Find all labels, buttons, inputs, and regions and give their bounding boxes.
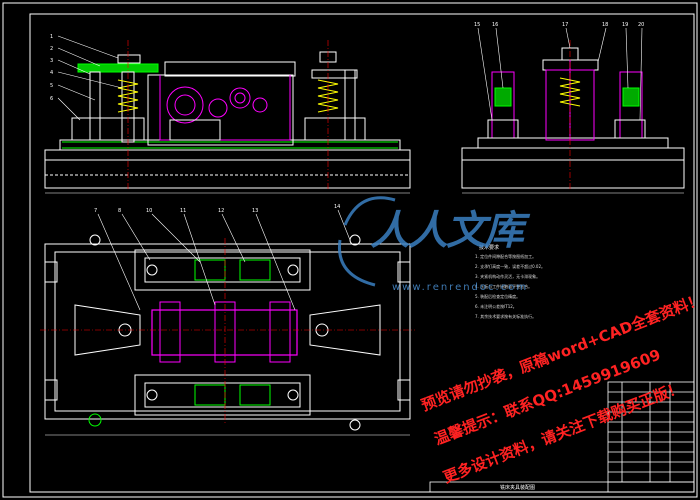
title-block-label: 铣床夹具装配图 bbox=[500, 484, 535, 491]
logo-swoosh bbox=[337, 196, 396, 287]
part-number: 6 bbox=[50, 96, 53, 102]
title-block bbox=[429, 381, 695, 493]
part-number: 13 bbox=[252, 208, 258, 214]
logo-url: www.renrendoc.com bbox=[392, 282, 529, 293]
front-view-leaders bbox=[57, 35, 123, 121]
front-view-part-numbers: 1 2 3 4 5 6 bbox=[50, 34, 53, 102]
tech-note: 1. 定位件间隙配合等按图纸加工。 bbox=[475, 254, 537, 259]
logo-text: 人人文库 bbox=[370, 207, 524, 254]
part-number: 2 bbox=[50, 46, 53, 52]
part-number: 17 bbox=[562, 22, 568, 28]
tech-note: 7. 其余技术要求按有关标准执行。 bbox=[475, 314, 537, 319]
part-number: 18 bbox=[602, 22, 608, 28]
part-number: 11 bbox=[180, 208, 186, 214]
part-number: 10 bbox=[146, 208, 152, 214]
side-view bbox=[461, 40, 685, 194]
front-view bbox=[44, 40, 411, 194]
tech-note: 3. 夹紧机构动作灵活，无卡滞现象。 bbox=[475, 274, 541, 279]
tech-note: 5. 装配后检查定位精度。 bbox=[475, 294, 521, 299]
tech-note: 6. 未注明公差按IT12。 bbox=[475, 304, 517, 309]
plan-view-leaders bbox=[97, 209, 351, 311]
part-number: 4 bbox=[50, 70, 53, 76]
side-view-leaders bbox=[477, 27, 643, 121]
part-number: 5 bbox=[50, 83, 53, 89]
part-number: 1 bbox=[50, 34, 53, 40]
drawing-inner-frame bbox=[29, 13, 695, 493]
part-number: 8 bbox=[118, 208, 121, 214]
tech-note: 4. 压板与工件接触面平整贴合。 bbox=[475, 284, 533, 289]
plan-view-part-numbers: 7 8 10 11 12 13 14 bbox=[94, 204, 340, 214]
part-number: 14 bbox=[334, 204, 340, 210]
part-number: 15 bbox=[474, 22, 480, 28]
part-number: 16 bbox=[492, 22, 498, 28]
side-view-part-numbers: 15 16 17 18 19 20 bbox=[474, 22, 644, 28]
part-number: 12 bbox=[218, 208, 224, 214]
plan-view bbox=[40, 234, 415, 436]
part-number: 20 bbox=[638, 22, 644, 28]
part-number: 7 bbox=[94, 208, 97, 214]
part-number: 3 bbox=[50, 58, 53, 64]
part-number: 19 bbox=[622, 22, 628, 28]
notes-title: 技术要求 bbox=[479, 245, 500, 251]
tech-note: 2. 支承钉高度一致，误差不超过0.02。 bbox=[475, 264, 545, 269]
